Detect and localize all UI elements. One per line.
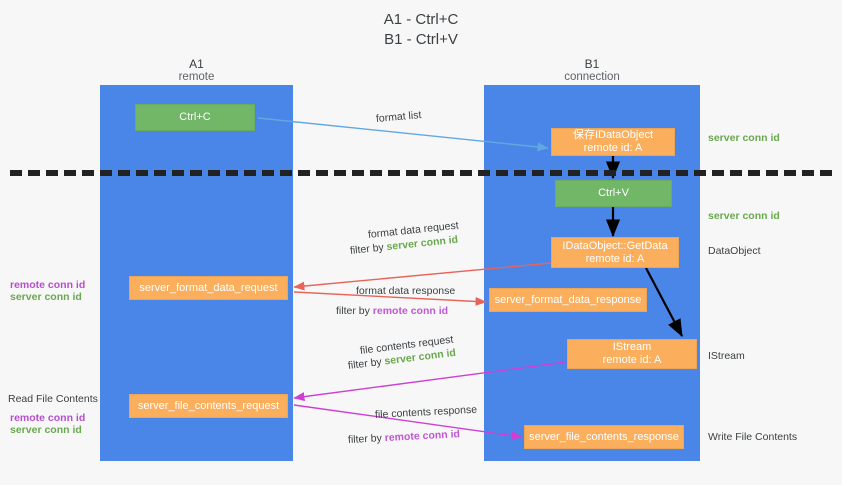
column-header-b1: B1 connection	[484, 58, 700, 84]
label-format-data-response: format data response	[356, 285, 456, 297]
box-ctrl-c[interactable]: Ctrl+C	[135, 104, 255, 131]
box-server-file-contents-request-label: server_file_contents_request	[137, 399, 280, 412]
annotation-remote-conn-id-1: remote conn id	[10, 279, 86, 291]
box-server-format-data-response-label: server_format_data_response	[494, 293, 642, 306]
annotation-server-conn-id-top: server conn id	[708, 132, 780, 144]
box-server-file-contents-request[interactable]: server_file_contents_request	[129, 394, 288, 418]
box-istream[interactable]: IStream remote id: A	[567, 339, 697, 369]
column-header-a1: A1 remote	[100, 58, 293, 84]
box-ctrl-v[interactable]: Ctrl+V	[555, 180, 672, 207]
annotation-write-file-contents: Write File Contents	[708, 431, 798, 443]
label-file-contents-response-filter: filter by remote conn id	[348, 428, 461, 446]
box-server-format-data-request-label: server_format_data_request	[139, 281, 278, 294]
annotation-server-conn-id-2: server conn id	[10, 424, 82, 436]
phase-divider	[10, 170, 832, 176]
column-header-b1-name: B1	[584, 57, 600, 71]
column-header-b1-subtitle: connection	[564, 71, 620, 83]
annotation-istream: IStream	[708, 350, 745, 362]
filter-key-remote-conn-id: remote conn id	[372, 305, 449, 317]
column-header-a1-subtitle: remote	[178, 71, 215, 83]
box-save-idataobject-title: 保存IDataObject	[572, 129, 654, 141]
box-idataobject-getdata-subtitle: remote id: A	[585, 252, 645, 265]
box-save-idataobject-subtitle: remote id: A	[583, 142, 643, 154]
page-title: A1 - Ctrl+C B1 - Ctrl+V	[0, 10, 842, 50]
filter-prefix: filter by	[349, 241, 388, 257]
box-idataobject-getdata[interactable]: IDataObject::GetData remote id: A	[551, 237, 679, 268]
filter-prefix: filter by	[347, 432, 386, 446]
annotation-remote-conn-id-2: remote conn id	[10, 412, 86, 424]
annotation-read-file-contents: Read File Contents	[8, 393, 98, 405]
box-ctrl-v-label: Ctrl+V	[598, 187, 629, 199]
label-file-contents-response: file contents response	[374, 403, 478, 421]
filter-key-remote-conn-id: remote conn id	[384, 428, 461, 445]
box-save-idataobject[interactable]: 保存IDataObject remote id: A	[551, 128, 675, 156]
annotation-server-conn-id-second: server conn id	[708, 210, 780, 222]
box-server-file-contents-response[interactable]: server_file_contents_response	[524, 425, 684, 449]
label-format-data-response-filter: filter by remote conn id	[336, 305, 448, 317]
column-header-a1-name: A1	[189, 57, 204, 71]
annotation-server-conn-id-1: server conn id	[10, 291, 82, 303]
filter-prefix: filter by	[336, 305, 373, 317]
label-format-list: format list	[375, 109, 422, 125]
box-istream-title: IStream	[612, 341, 652, 353]
title-line-2: B1 - Ctrl+V	[384, 31, 458, 48]
box-idataobject-getdata-title: IDataObject::GetData	[562, 239, 668, 252]
title-line-1: A1 - Ctrl+C	[383, 11, 459, 28]
box-server-file-contents-response-label: server_file_contents_response	[529, 430, 679, 443]
filter-prefix: filter by	[347, 355, 386, 372]
box-server-format-data-request[interactable]: server_format_data_request	[129, 276, 288, 300]
box-istream-subtitle: remote id: A	[602, 354, 662, 366]
box-server-format-data-response[interactable]: server_format_data_response	[489, 288, 647, 312]
box-ctrl-c-label: Ctrl+C	[179, 111, 211, 123]
annotation-dataobject: DataObject	[708, 245, 761, 257]
